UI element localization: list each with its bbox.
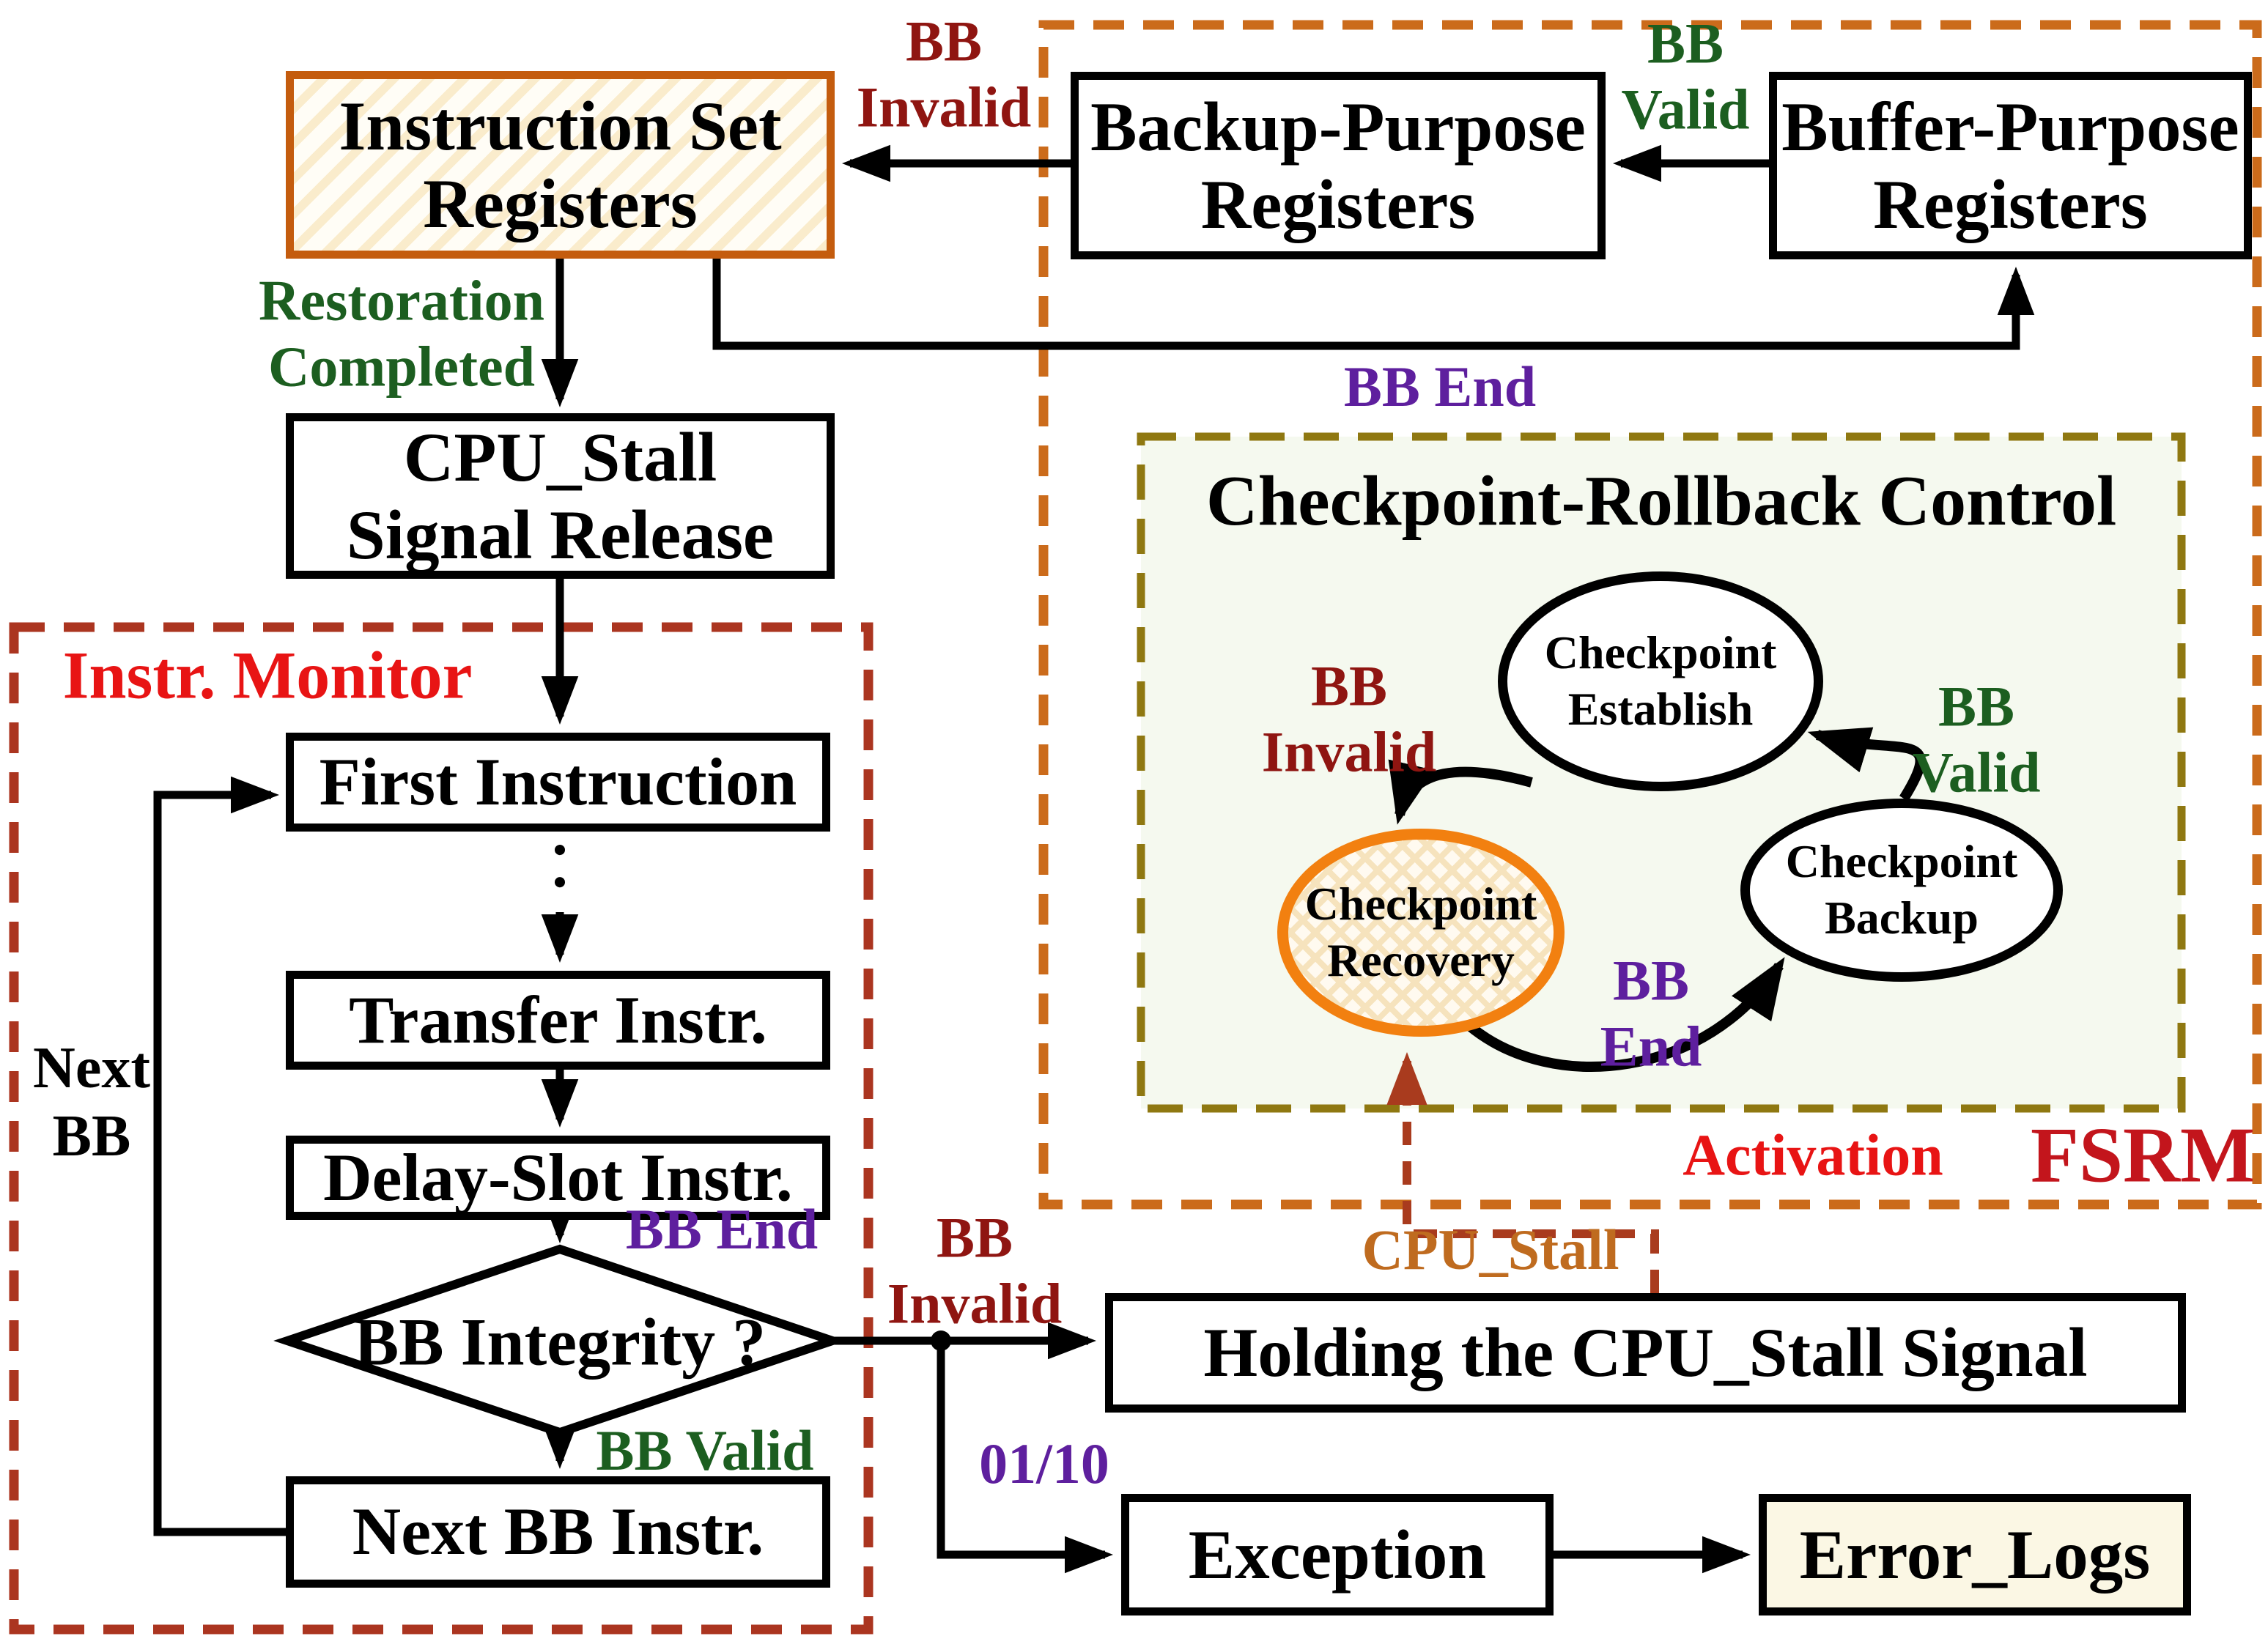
crc-bb-valid-label: BB Valid [1912,674,2041,804]
checkpoint-recovery-state: Checkpoint Recovery [1277,829,1565,1037]
curve-establish-to-recovery [1388,759,1533,825]
bb-valid-top-label: BB Valid [1621,11,1750,141]
bb-end-mid-label: BB End [625,1196,819,1261]
node-label: Transfer Instr. [349,982,767,1057]
wire-nextbb-feedback [153,776,286,1536]
checkpoint-backup-state: Checkpoint Backup [1740,799,2063,982]
state-label: Checkpoint [1544,626,1777,679]
node-label: Registers [1873,166,2148,243]
node-label: Instruction Set [339,86,782,165]
fsrm-region [1038,20,2262,1210]
state-label: Establish [1567,683,1754,735]
transfer-instr-box: Transfer Instr. [286,971,830,1070]
instruction-set-registers-box: Instruction Set Registers [286,71,835,259]
wire-isr-to-buffer [712,259,2035,350]
exception-code-label: 01/10 [979,1431,1109,1495]
next-bb-instr-box: Next BB Instr. [286,1476,830,1588]
next-bb-label: Next BB [33,1036,150,1169]
node-label: Signal Release [346,496,775,574]
curve-recovery-to-backup [1466,957,1785,1072]
instr-monitor-region [9,622,873,1635]
bb-integrity-diamond [273,1244,846,1437]
node-label: Buffer-Purpose [1781,87,2239,166]
bb-integrity-label: BB Integrity ? [353,1304,767,1380]
checkpoint-establish-state: Checkpoint Establish [1498,571,1823,791]
node-label: CPU_Stall [403,418,717,496]
restoration-completed-label: Restoration Completed [259,268,544,399]
error-logs-box: Error_Logs [1759,1494,2191,1615]
crc-title: Checkpoint-Rollback Control [1205,462,2117,541]
state-label: Checkpoint [1785,835,2018,888]
crc-bb-invalid-label: BB Invalid [1261,654,1437,784]
junction-dot [931,1330,951,1351]
state-label: Backup [1825,892,1979,944]
activation-label: Activation [1682,1123,1943,1188]
node-label: Registers [1200,166,1476,243]
cpu-stall-label: CPU_Stall [1362,1217,1619,1281]
cpu-stall-release-box: CPU_Stall Signal Release [286,413,835,579]
buffer-purpose-registers-box: Buffer-Purpose Registers [1769,72,2252,259]
node-label: First Instruction [319,744,797,819]
instr-monitor-label: Instr. Monitor [62,637,473,713]
fsrm-label: FSRM [2031,1111,2255,1199]
bb-invalid-bottom-label: BB Invalid [887,1205,1063,1336]
node-label: Next BB Instr. [352,1494,764,1569]
node-label: Registers [423,165,698,243]
curve-backup-to-establish [1807,727,1926,802]
wire-to-exception [937,1341,1113,1574]
node-label: Error_Logs [1799,1515,2151,1594]
first-instruction-box: First Instruction [286,733,830,832]
node-label: Holding the CPU_Stall Signal [1203,1314,2088,1392]
bb-end-top-label: BB End [1343,354,1537,418]
crc-bb-end-label: BB End [1600,948,1702,1078]
bb-valid-mid-label: BB Valid [596,1418,814,1482]
state-label: Recovery [1327,934,1515,986]
backup-purpose-registers-box: Backup-Purpose Registers [1071,72,1606,259]
exception-box: Exception [1121,1494,1554,1615]
holding-cpu-stall-box: Holding the CPU_Stall Signal [1105,1293,2186,1413]
bb-invalid-top-label: BB Invalid [856,9,1032,139]
state-label: Checkpoint [1304,878,1537,930]
node-label: Exception [1188,1515,1487,1594]
node-label: Backup-Purpose [1090,87,1586,166]
